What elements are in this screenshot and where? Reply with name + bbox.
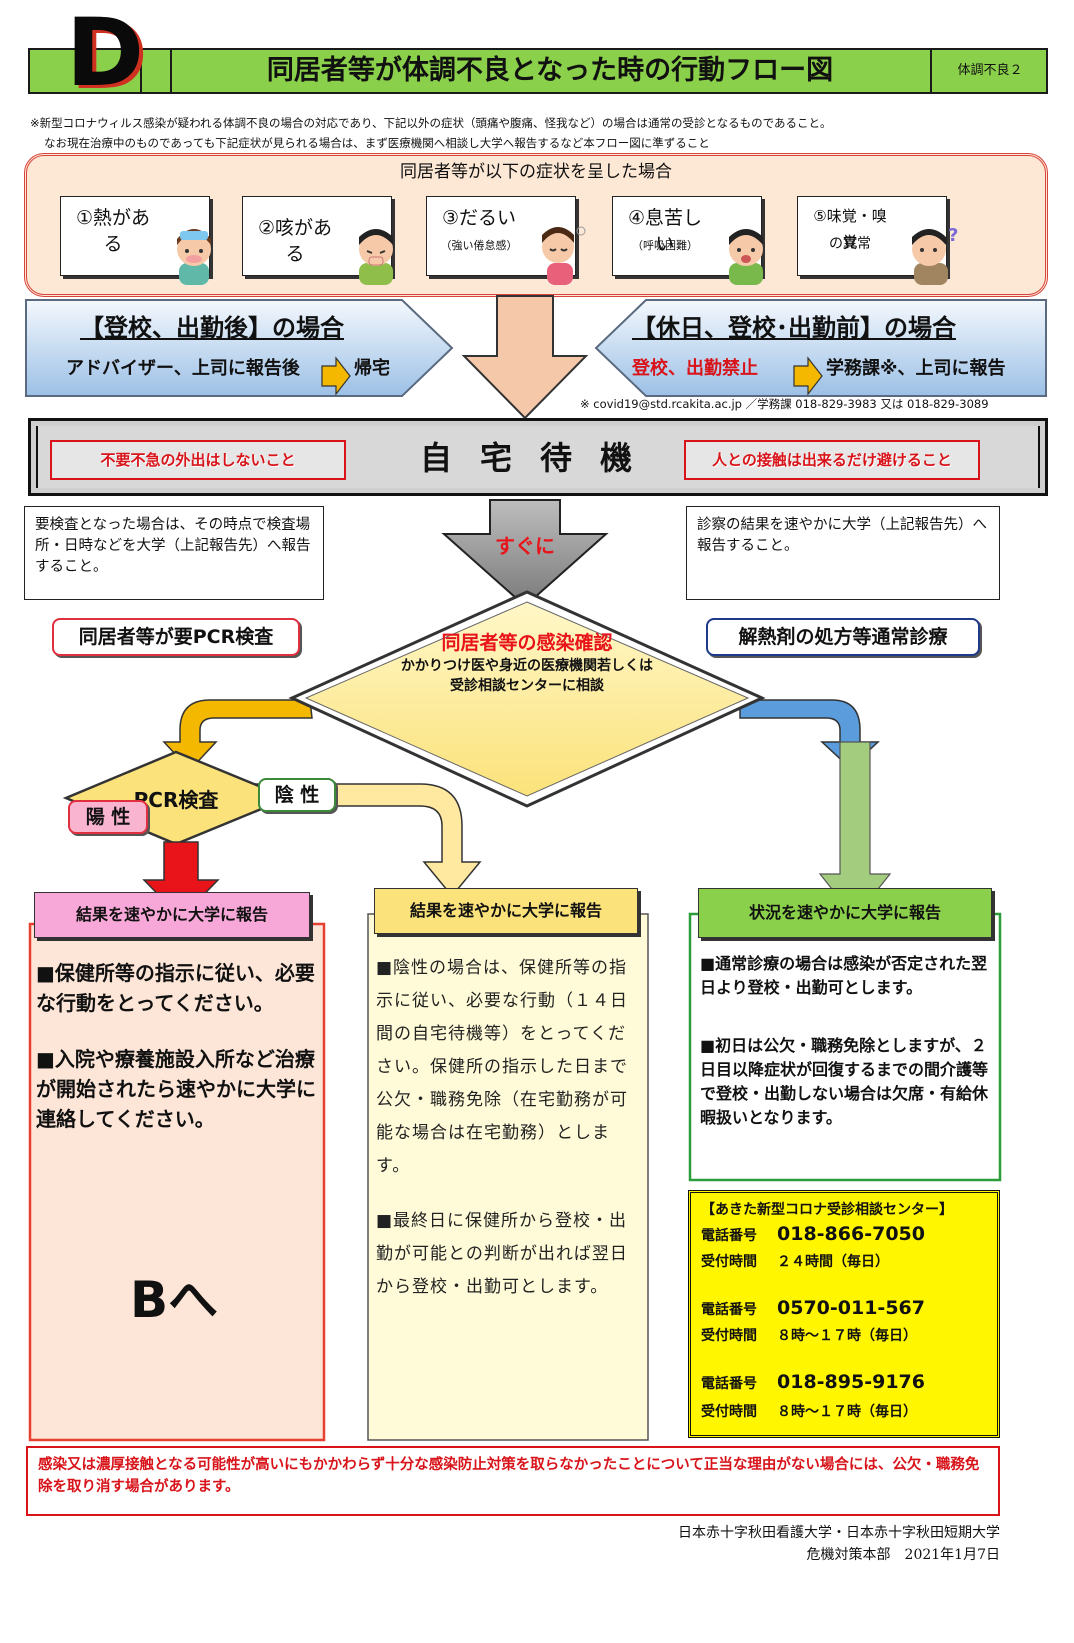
callout-left: 要検査となった場合は、その時点で検査場所・日時などを大学（上記報告先）へ報告する… — [24, 506, 324, 600]
positive-label: 陽 性 — [68, 800, 148, 834]
positive-para: ■入院や療養施設入所など治療が開始されたら速やかに大学に連絡してください。 — [36, 1047, 316, 1131]
hours-value: ８時～１７時（毎日） — [777, 1404, 917, 1420]
normal-care-label: 解熱剤の処方等通常診療 — [706, 618, 980, 656]
symptom-sub: （呼吸困難） — [632, 239, 698, 252]
symptom-label: ②咳がある — [257, 217, 333, 265]
before-case-box — [594, 299, 1047, 397]
page-title: 同居者等が体調不良となった時の行動フロー図 — [266, 55, 834, 86]
header-tag: 体調不良２ — [957, 63, 1023, 78]
normal-column-header: 状況を速やかに大学に報告 — [698, 888, 992, 938]
before-case-title: 【休日、登校･出勤前】の場合 — [632, 314, 956, 342]
section-letter: D — [66, 0, 145, 108]
normal-para: ■通常診療の場合は感染が否定された翌日より登校・出勤可とします。 — [700, 954, 988, 997]
svg-text:?: ? — [948, 225, 958, 246]
fever-person-icon — [177, 229, 211, 285]
hours-label: 受付時間 — [701, 1328, 757, 1344]
after-case-result: 帰宅 — [354, 358, 390, 379]
note-line: なお現在治療中のものであっても下記症状が見られる場合は、まず医療機関へ相談し大学… — [44, 136, 710, 150]
phone-number: 018-866-7050 — [777, 1223, 925, 1245]
after-case-title: 【登校、出勤後】の場合 — [80, 314, 344, 342]
footer-date: 危機対策本部 2021年1月7日 — [806, 1547, 1000, 1563]
confused-person-icon: ? — [912, 225, 958, 285]
cough-person-icon — [359, 229, 393, 285]
normal-column-text: ■通常診療の場合は感染が否定された翌日より登校・出勤可とします。 ■初日は公欠・… — [700, 952, 996, 1130]
rule-right: 人との接触は出来るだけ避けること — [684, 440, 980, 480]
contact-line: ※ covid19@std.rcakita.ac.jp ／学務課 018-829… — [580, 397, 989, 411]
header-divider — [930, 48, 932, 94]
goto-b-label: Bへ — [130, 1271, 219, 1329]
phone-number: 018-895-9176 — [777, 1371, 925, 1393]
center-title: 【あきた新型コロナ受診相談センター】 — [701, 1202, 953, 1218]
symptom-label: ④息苦しい — [627, 207, 703, 255]
rule-left: 不要不急の外出はしないこと — [50, 440, 346, 480]
symptom-label: ①熱がある — [75, 207, 151, 255]
hours-label: 受付時間 — [701, 1404, 757, 1420]
stay-home-title: 自宅待機 — [419, 439, 660, 477]
down-arrow-main — [461, 295, 589, 420]
after-case-line: アドバイザー、上司に報告後 — [66, 358, 300, 379]
negative-label: 陰 性 — [258, 778, 336, 812]
symptom-label: ⑤味覚・嗅覚 — [813, 207, 887, 251]
positive-column-text: ■保健所等の指示に従い、必要な行動をとってください。 ■入院や療養施設入所など治… — [36, 958, 320, 1134]
hours-label: 受付時間 — [701, 1254, 757, 1270]
phone-label: 電話番号 — [701, 1228, 757, 1244]
before-case-line: 登校、出勤禁止 — [632, 358, 758, 379]
symptom-card: ⑤味覚・嗅覚 の異常 ? — [797, 196, 958, 285]
negative-column — [367, 913, 649, 1441]
diamond-body: かかりつけ医や身近の医療機関若しくは受診相談センターに相談 — [400, 658, 654, 694]
pcr-needed-label: 同居者等が要PCR検査 — [52, 618, 300, 656]
down-arrow-immediately — [441, 499, 609, 608]
symptom-card: ③だるい （強い倦怠感） — [426, 196, 586, 285]
phone-number: 0570-011-567 — [777, 1297, 925, 1319]
phone-label: 電話番号 — [701, 1302, 757, 1318]
symptom-card: ①熱がある — [60, 196, 211, 285]
before-case-result: 学務課※、上司に報告 — [826, 358, 1006, 379]
positive-column — [28, 922, 326, 1442]
symptom-card: ④息苦しい （呼吸困難） — [612, 196, 763, 285]
normal-column — [688, 912, 1002, 1182]
negative-para: ■陰性の場合は、保健所等の指示に従い、必要な行動（１４日間の自宅待機等）をとって… — [376, 958, 628, 1176]
header-divider — [140, 48, 142, 94]
phone-label: 電話番号 — [701, 1376, 757, 1392]
negative-column-header: 結果を速やかに大学に報告 — [374, 888, 638, 934]
note-line: ※新型コロナウィルス感染が疑われる体調不良の場合の対応であり、下記以外の症状（頭… — [30, 116, 832, 130]
warning-box: 感染又は濃厚接触となる可能性が高いにもかかわらず十分な感染防止対策を取らなかった… — [26, 1446, 1000, 1516]
symptom-sub: の異常 — [829, 236, 871, 252]
positive-para: ■保健所等の指示に従い、必要な行動をとってください。 — [36, 961, 315, 1015]
symptom-label: ③だるい — [441, 207, 517, 229]
header-divider — [170, 48, 172, 94]
symptom-sub: （強い倦怠感） — [440, 239, 518, 252]
diamond-title: 同居者等の感染確認 — [441, 632, 613, 654]
normal-para: ■初日は公欠・職務免除としますが、２日目以降症状が回復するまでの間介護等で登校・… — [700, 1036, 989, 1127]
hours-value: ８時～１７時（毎日） — [777, 1328, 917, 1344]
tired-person-icon — [542, 226, 586, 285]
callout-right: 診察の結果を速やかに大学（上記報告先）へ報告すること。 — [686, 506, 1000, 600]
negative-column-text: ■陰性の場合は、保健所等の指示に従い、必要な行動（１４日間の自宅待機等）をとって… — [376, 952, 638, 1304]
consultation-center-box: 【あきた新型コロナ受診相談センター】 電話番号 018-866-7050 受付時間… — [688, 1190, 1000, 1438]
symptom-heading: 同居者等が以下の症状を呈した場合 — [400, 162, 672, 182]
header-bar — [28, 48, 1048, 94]
footer-organization: 日本赤十字秋田看護大学・日本赤十字秋田短期大学 — [678, 1525, 1000, 1541]
hours-value: ２４時間（毎日） — [777, 1254, 889, 1270]
curve-arrow-orange — [162, 699, 313, 772]
symptom-card: ②咳がある — [242, 196, 393, 285]
right-arrow-small — [321, 356, 351, 396]
right-arrow-small — [793, 356, 823, 396]
positive-column-header: 結果を速やかに大学に報告 — [34, 892, 310, 938]
breathless-person-icon — [729, 229, 763, 285]
immediately-label: すぐに — [495, 534, 555, 558]
negative-para: ■最終日に保健所から登校・出勤が可能との判断が出れば翌日から登校・出勤可とします… — [376, 1211, 628, 1297]
